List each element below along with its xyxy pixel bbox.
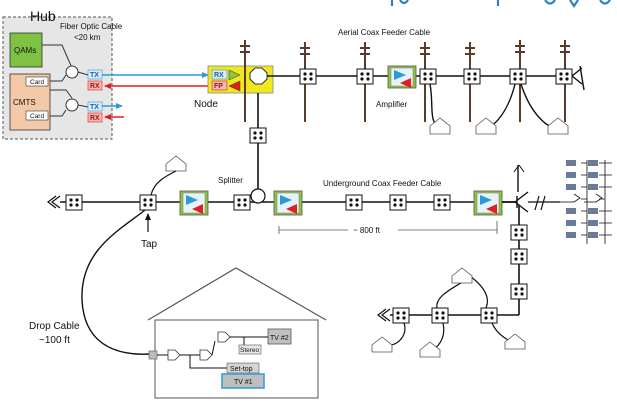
fanout-network: [560, 160, 612, 244]
combiner-top: [65, 65, 79, 79]
splitter-label: Splitter: [218, 176, 243, 185]
right-vertical-taps: [510, 224, 528, 300]
cmts-label: CMTS: [13, 98, 36, 107]
node-drop-tap: [249, 127, 267, 144]
node-rx-label: RX: [214, 72, 224, 79]
underground-amplifiers: [179, 190, 503, 216]
node-fp: [211, 80, 228, 91]
settop-label: Set-top: [230, 366, 253, 373]
distance-dimension: [278, 221, 498, 234]
aerial-drops: [429, 83, 556, 129]
qams-label: QAMs: [14, 46, 36, 55]
hub-tx-bottom-label: TX: [90, 104, 99, 111]
bottom-right-houses: [371, 267, 526, 358]
qams-box: [9, 32, 43, 68]
fiber-distance: <20 km: [74, 33, 101, 42]
drop-cable: [81, 209, 151, 355]
bottom-right-taps: [392, 307, 498, 324]
aerial-houses: [429, 117, 569, 135]
right-splitter: [514, 191, 529, 213]
cmts-card-top: [25, 76, 49, 87]
amplifier-label: Amplifier: [376, 100, 407, 109]
stereo-label: Stereo: [240, 347, 260, 354]
subscriber-house: TV #2 Stereo Set-top TV #1: [147, 267, 327, 399]
underground-label: Underground Coax Feeder Cable: [323, 179, 442, 188]
tv2-label: TV #2: [270, 335, 289, 342]
drop-cable-label-line2: ~100 ft: [39, 335, 70, 346]
bottom-right-end-connector: [377, 308, 391, 322]
hub: Hub QAMs Card CMTS Card TX RX TX RX: [2, 8, 113, 140]
combiner-bottom: [65, 98, 79, 112]
left-end-connector: [47, 195, 61, 209]
hub-rx-top-label: RX: [90, 83, 100, 90]
hub-rx-bottom: [87, 112, 103, 123]
hub-title: Hub: [30, 8, 56, 24]
hub-rx-bottom-label: RX: [90, 115, 100, 122]
drop-cable-label-line1: Drop Cable: [29, 321, 80, 332]
settop-box: [226, 362, 260, 374]
cmts-card-top-label: Card: [30, 79, 44, 86]
aerial-end-splitter: [571, 65, 585, 91]
aerial-amplifier: [387, 65, 417, 89]
tv1-label: TV #1: [234, 379, 253, 386]
underground-taps: [65, 194, 451, 211]
hub-tx-top-label: TX: [90, 72, 99, 79]
node-fp-label: FP: [214, 83, 223, 90]
fiber-links: [102, 72, 210, 120]
client-devices: [566, 160, 598, 238]
hub-rx-top: [87, 80, 103, 91]
tap-house: [165, 155, 187, 172]
node-label: Node: [194, 99, 218, 110]
node-rx: [211, 69, 228, 80]
cmts-card-bottom-label: Card: [30, 113, 44, 120]
cmts-card-bottom: [25, 110, 49, 121]
break-marks: [528, 195, 560, 211]
fiber-label: Fiber Optic Cable: [60, 22, 123, 31]
aerial-taps: [299, 68, 573, 85]
clipped-heading: [180, 0, 617, 8]
distance-label: ~ 800 ft: [353, 226, 381, 235]
node-splitter: [249, 67, 268, 85]
node: RX FP: [207, 65, 274, 94]
tap-label: Tap: [141, 239, 158, 250]
ground-block: [148, 350, 158, 360]
stereo-box: [238, 344, 262, 355]
aerial-label: Aerial Coax Feeder Cable: [338, 28, 431, 37]
main-splitter: [250, 188, 266, 204]
tv1-box: [221, 373, 265, 389]
